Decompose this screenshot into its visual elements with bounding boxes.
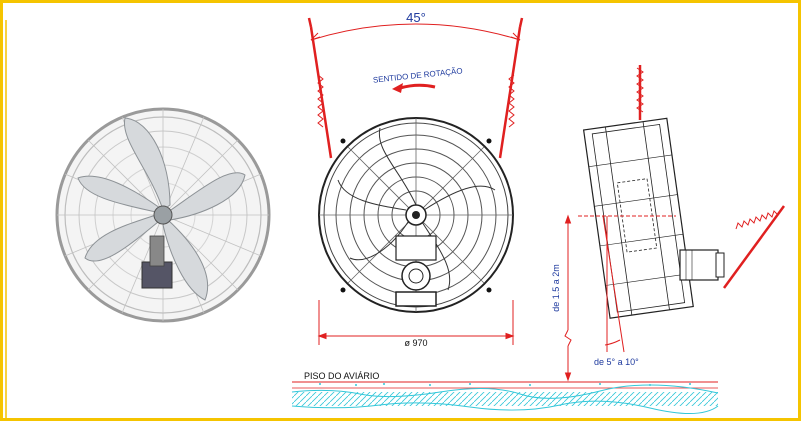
diameter-label: ø 970 [404, 338, 427, 348]
height-label: de 1.5 a 2m [551, 264, 561, 312]
angle-label: 45° [406, 10, 426, 25]
tilt-label: de 5° a 10° [594, 357, 639, 367]
floor-ground [291, 381, 719, 415]
fan-photo-icon [55, 107, 271, 323]
fan-side-view-icon [564, 65, 786, 382]
chain-icon [307, 17, 524, 159]
floor-label: PISO DO AVIÁRIO [304, 371, 379, 381]
rotation-arrow-icon [392, 83, 436, 93]
fan-front-view-icon [307, 17, 524, 345]
rotation-label: SENTIDO DE ROTAÇÃO [372, 66, 463, 84]
